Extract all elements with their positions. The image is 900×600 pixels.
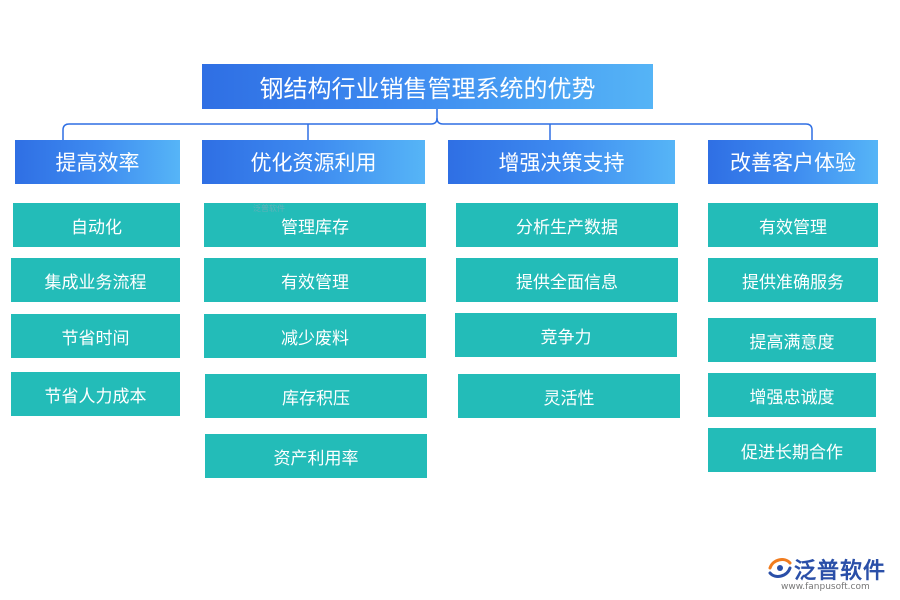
item-improve-satisfaction: 提高满意度 [708, 318, 876, 362]
item-competitiveness: 竞争力 [455, 313, 677, 357]
item-manage-inventory: 管理库存 [204, 203, 426, 247]
item-flexibility: 灵活性 [458, 374, 680, 418]
item-integrated-process: 集成业务流程 [11, 258, 180, 302]
item-automation: 自动化 [13, 203, 180, 247]
item-asset-utilization: 资产利用率 [205, 434, 427, 478]
item-effective-management-2: 有效管理 [708, 203, 878, 247]
item-inventory-backlog: 库存积压 [205, 374, 427, 418]
item-save-time: 节省时间 [11, 314, 180, 358]
item-analyze-production-data: 分析生产数据 [456, 203, 678, 247]
category-decision-support: 增强决策支持 [448, 140, 675, 184]
category-customer-experience: 改善客户体验 [708, 140, 878, 184]
category-optimize-resources: 优化资源利用 [202, 140, 425, 184]
item-reduce-waste: 减少废料 [204, 314, 426, 358]
item-long-term-cooperation: 促进长期合作 [708, 428, 876, 472]
fanpu-logo: 泛普软件 www.fanpusoft.com [767, 553, 892, 595]
item-enhance-loyalty: 增强忠诚度 [708, 373, 876, 417]
item-effective-management: 有效管理 [204, 258, 426, 302]
category-improve-efficiency: 提高效率 [15, 140, 180, 184]
fanpu-logo-icon [768, 558, 792, 578]
watermark: 泛普软件 [253, 204, 285, 213]
logo-name: 泛普软件 [794, 559, 887, 584]
logo-url: www.fanpusoft.com [781, 582, 870, 592]
item-comprehensive-info: 提供全面信息 [456, 258, 678, 302]
item-save-labor-cost: 节省人力成本 [11, 372, 180, 416]
diagram-title: 钢结构行业销售管理系统的优势 [202, 64, 653, 109]
item-accurate-service: 提供准确服务 [708, 258, 878, 302]
